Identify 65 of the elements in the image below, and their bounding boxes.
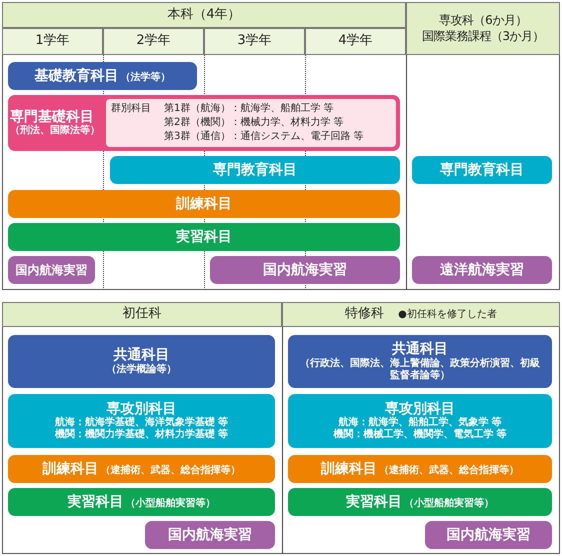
subject-name: 国内航海実習 (16, 262, 88, 278)
subject-note: （法学等） (120, 72, 170, 84)
subject-name: 実習科目 (346, 494, 402, 510)
subject-name: 実習科目 (176, 228, 232, 246)
subject-name: 共通科目 (114, 347, 170, 364)
column-header: 4学年 (305, 28, 406, 55)
subject-bar (288, 394, 552, 448)
subject-note: （法学概論等） (106, 364, 178, 376)
subject-note: 航海：航海学基礎、海洋気象学基礎 等 (54, 417, 230, 428)
subject-note: （小型船舶実習等） (404, 498, 494, 510)
subject-name: 国内航海実習 (263, 262, 347, 278)
subject-note: （小型船舶実習等） (126, 498, 216, 510)
subject-name: 専門教育科目 (440, 162, 524, 178)
subject-name: 実習科目 (68, 494, 124, 510)
subject-name: 基礎教育科目 (34, 68, 118, 84)
subject-note: 機関：機械工学、機関学、電気工学 等 (332, 429, 508, 442)
subject-bar (8, 95, 400, 151)
subject-note: （逮捕術、武器、総合指揮等） (379, 464, 519, 477)
subject-name: 共通科目 (392, 341, 448, 358)
subject-bar (412, 256, 552, 284)
subject-bar (288, 455, 552, 483)
column-header: 3学年 (204, 28, 305, 55)
group-heading: 群別科目 (111, 103, 151, 115)
subject-name: 専攻別科目 (385, 400, 455, 417)
column-header: 初任科 (2, 302, 282, 327)
subject-name: 国内航海実習 (168, 526, 252, 544)
subject-list: 第1群（航海）：航海学、船舶工学 等 (164, 103, 334, 115)
column-header: 特修科 (345, 306, 384, 323)
subject-group-panel (106, 99, 396, 147)
subject-name: 専門基礎科目 (10, 108, 94, 125)
subject-name: 訓練科目 (321, 460, 377, 478)
subject-name: 専攻別科目 (106, 400, 176, 417)
subject-bar (8, 256, 95, 284)
note-text: ●初任科を修了した者 (398, 308, 497, 321)
subject-note: 航海：航海学、船舶工学、気象学 等 (337, 417, 503, 428)
subject-bar (8, 335, 275, 388)
subject-bar (110, 156, 400, 184)
subject-bar (412, 156, 552, 184)
subject-name: 専門教育科目 (213, 162, 297, 178)
column-header: 2学年 (103, 28, 204, 55)
column-header: 専攻科（6か月） (439, 12, 527, 28)
column-header: 本科（4年） (2, 2, 406, 28)
subject-bar (288, 488, 552, 516)
subject-list: 第3群（通信）：通信システム、電子回路 等 (164, 131, 364, 143)
subject-name: 訓練科目 (176, 196, 232, 212)
subject-note: 機関：機関力学基礎、材料力学基礎 等 (54, 429, 230, 442)
subject-bar (288, 335, 552, 388)
subject-bar (8, 62, 197, 90)
subject-bar (8, 455, 275, 483)
subject-name: 訓練科目 (42, 460, 98, 478)
subject-bar (8, 190, 400, 218)
subject-note: （逮捕術、武器、総合指揮等） (100, 464, 240, 477)
subject-bar (8, 488, 275, 516)
subject-name: 遠洋航海実習 (440, 262, 524, 278)
subject-bar (8, 223, 400, 251)
subject-note: （行政法、国際法、海上警備論、政策分析演習、初級監督者論等） (299, 358, 541, 382)
subject-bar (210, 256, 400, 284)
column-header: 国際業務課程（3か月） (422, 28, 544, 44)
subject-list: 第2群（機関）：機械力学、材料力学 等 (164, 117, 344, 129)
subject-note: （刑法、国際法等） (10, 125, 100, 138)
subject-name: 国内航海実習 (446, 526, 530, 544)
column-header: 1学年 (2, 28, 103, 55)
subject-bar (8, 394, 275, 448)
subject-bar (145, 521, 275, 549)
subject-bar (425, 521, 552, 549)
